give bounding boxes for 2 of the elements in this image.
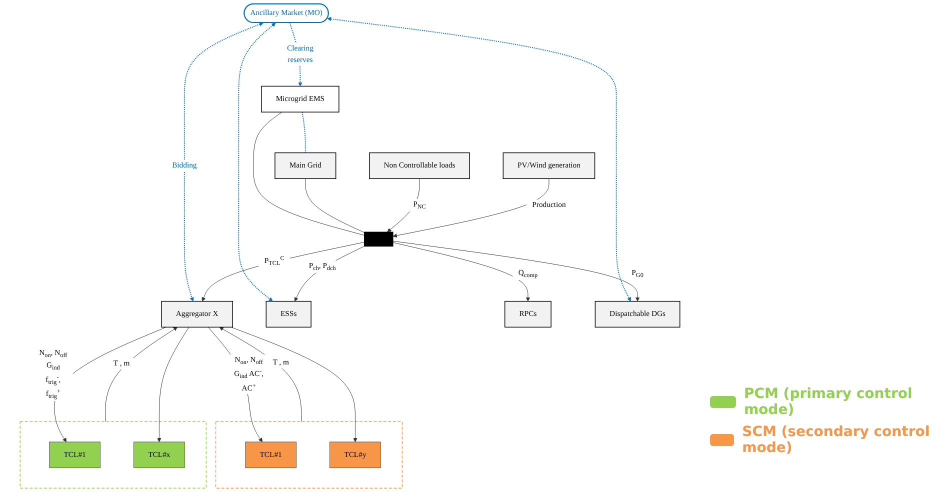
legend-text: SCM (secondary control mode) — [742, 424, 931, 456]
legend-text: PCM (primary control mode) — [744, 386, 914, 418]
